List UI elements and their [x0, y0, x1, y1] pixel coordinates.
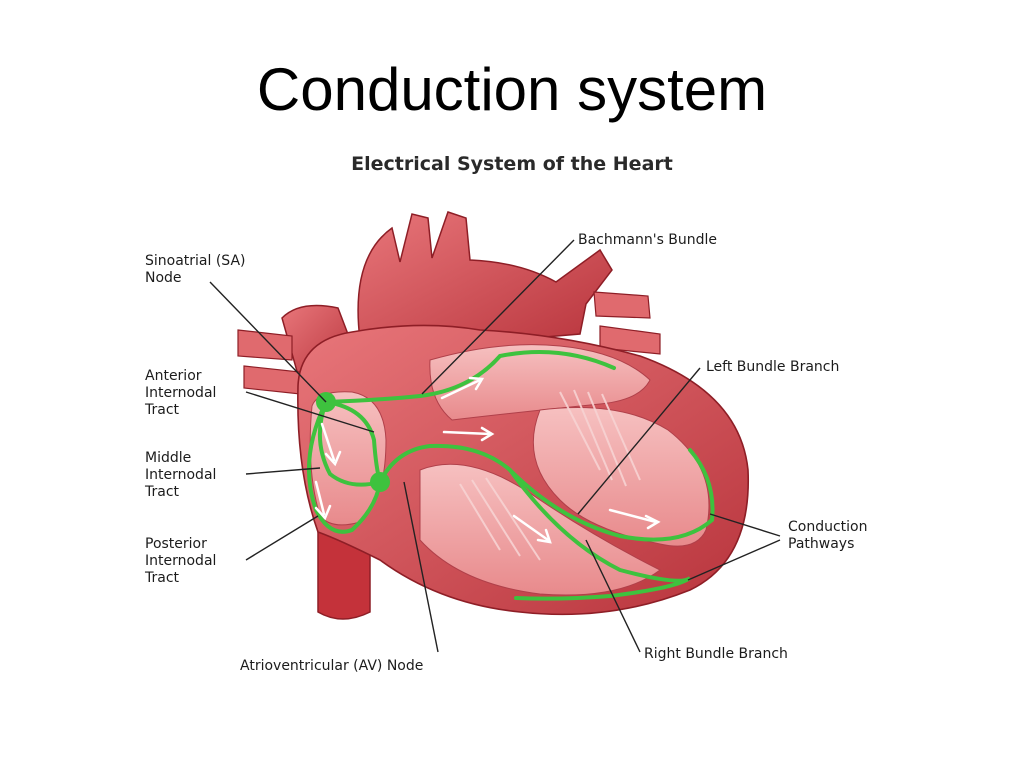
flow-arrows	[314, 376, 661, 544]
pulmonary-veins-left	[237, 329, 301, 395]
inferior-vena-cava	[317, 529, 371, 620]
label-bachmanns-bundle: Bachmann's Bundle	[578, 232, 718, 248]
label-sa-node: Sinoatrial (SA) Node	[145, 253, 246, 286]
left-ventricle-chamber	[532, 407, 710, 547]
av-node	[370, 472, 390, 492]
label-right-bundle-branch: Right Bundle Branch	[644, 646, 788, 662]
leader-lines	[209, 239, 781, 653]
slide-title: Conduction system	[256, 56, 768, 123]
diagram-title: Electrical System of the Heart	[351, 153, 673, 175]
right-ventricle-chamber	[419, 463, 661, 596]
label-anterior-internodal-tract: Anterior Internodal Tract	[145, 368, 217, 418]
label-posterior-internodal-tract: Posterior Internodal Tract	[145, 536, 217, 586]
conduction-pathway	[306, 350, 715, 601]
label-conduction-pathways: Conduction Pathways	[788, 519, 868, 552]
label-left-bundle-branch: Left Bundle Branch	[706, 359, 840, 375]
label-av-node: Atrioventricular (AV) Node	[240, 658, 424, 674]
left-atrium-chamber	[429, 344, 651, 421]
chordae-tendineae	[459, 389, 641, 561]
label-middle-internodal-tract: Middle Internodal Tract	[145, 450, 217, 500]
pulmonary-veins-right	[593, 291, 661, 355]
aorta	[357, 211, 613, 347]
